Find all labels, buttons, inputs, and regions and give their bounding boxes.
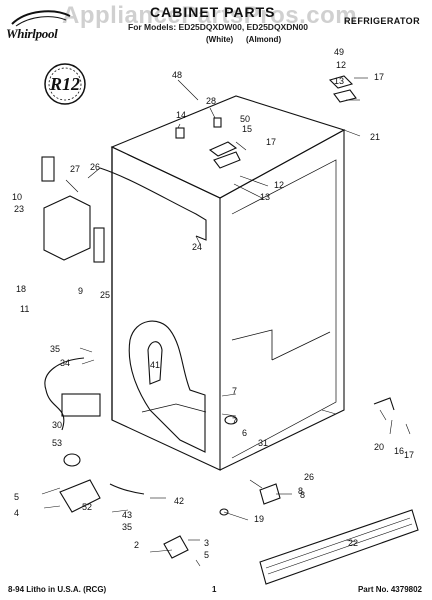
refrigerant-badge: R12 [42,62,88,106]
callout-26: 26 [304,472,314,482]
callout-20: 20 [374,442,384,452]
part-number: Part No. 4379802 [357,585,422,594]
cabinet-right-side [219,129,345,471]
callout-11: 11 [20,304,29,314]
callout-17: 17 [266,137,276,147]
cabinet-cutout [128,320,206,453]
callout-8: 8 [298,486,303,496]
callout-23: 23 [14,204,24,214]
variant-almond: (Almond) [246,35,282,44]
module-10 [41,156,55,182]
callout-7: 7 [232,416,237,426]
appliance-category: REFRIGERATOR [344,16,420,26]
callout-43: 43 [122,510,132,520]
brand-logo: Whirlpool [6,6,76,46]
callout-5: 5 [14,492,19,502]
callout-16: 16 [394,446,404,456]
callout-53: 53 [52,438,62,448]
tube-41 [147,341,163,385]
callout-50: 50 [240,114,250,124]
wire-harness-24 [99,167,207,241]
callout-27: 27 [70,164,80,174]
power-cord-30 [44,357,85,431]
callout-35: 35 [50,344,60,354]
callout-22: 22 [348,538,358,548]
callout-12: 12 [274,180,284,190]
callout-4: 4 [14,508,19,518]
callout-25: 25 [100,290,110,300]
page-number: 1 [212,585,217,594]
callout-35: 35 [122,522,132,532]
callout-19: 19 [254,514,264,524]
watermark: AppliancePartsPros.com [62,2,358,29]
callout-42: 42 [174,496,184,506]
brand-swoosh-icon [11,10,71,27]
callout-13: 13 [260,192,270,202]
model-line: For Models: ED25DQXDW00, ED25DQXDN00 [128,22,308,32]
callout-14: 14 [176,110,186,120]
callout-2: 2 [134,540,139,550]
toe-grille-22 [259,509,419,585]
cabinet-shell [111,146,221,471]
callout-48: 48 [172,70,182,80]
cabinet-top [110,95,346,199]
callout-34: 34 [60,358,70,368]
callout-31: 31 [258,438,268,448]
badge-label: R12 [49,74,80,94]
callout-26: 26 [90,162,100,172]
callout-7: 7 [232,386,237,396]
callout-21: 21 [370,132,380,142]
callout-15: 15 [242,124,252,134]
callout-24: 24 [192,242,202,252]
callout-8: 8 [300,490,305,500]
brand-name: Whirlpool [6,26,58,41]
callout-13: 13 [334,76,344,86]
callout-5: 5 [204,550,209,560]
callout-12: 12 [336,60,346,70]
callout-6: 6 [242,428,247,438]
callout-52: 52 [82,502,92,512]
callout-18: 18 [16,284,26,294]
callout-30: 30 [52,420,62,430]
variant-white: (White) [206,35,234,44]
callout-10: 10 [12,192,22,202]
callout-41: 41 [150,360,160,370]
control-box [43,195,91,261]
callout-49: 49 [334,47,344,57]
callout-9: 9 [78,286,83,296]
callout-3: 3 [204,538,209,548]
badge-seal-icon [44,63,86,105]
callout-17: 17 [374,72,384,82]
callout-17: 17 [404,450,414,460]
callout-28: 28 [206,96,216,106]
print-info: 8-94 Litho in U.S.A. (RCG) [8,585,107,594]
page-title: CABINET PARTS [150,4,276,20]
